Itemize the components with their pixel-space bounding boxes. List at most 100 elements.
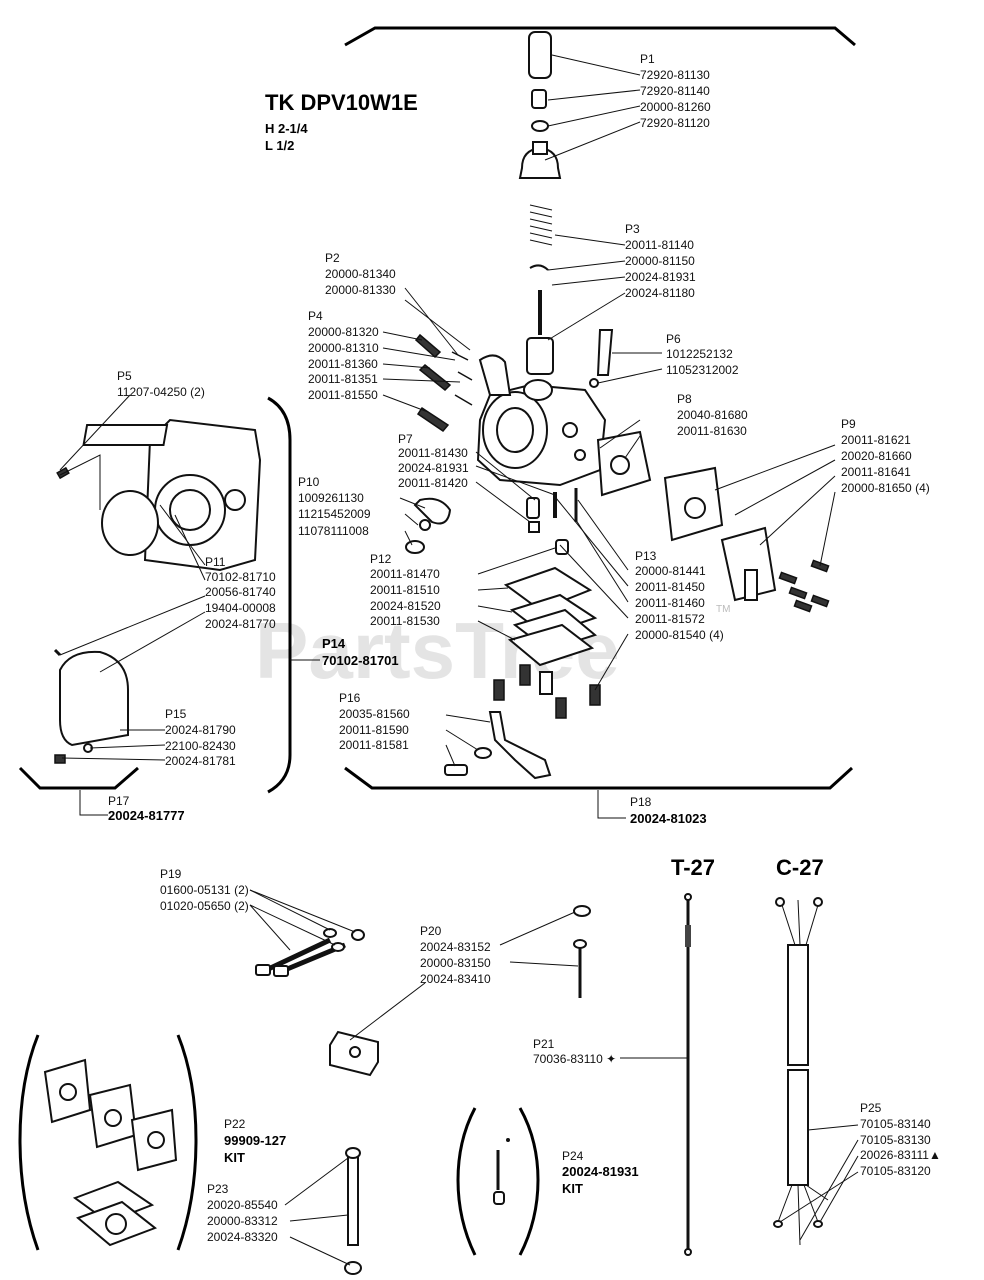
part-number: 20024-81180 — [625, 286, 695, 300]
p3-parts — [526, 204, 554, 375]
group-p1: P1 72920-81130 72920-81140 20000-81260 7… — [640, 52, 711, 130]
group-p14: P14 70102-81701 — [322, 636, 399, 668]
part-number: 11078111008 — [298, 524, 369, 538]
group-p24: P24 20024-81931 KIT — [562, 1149, 639, 1196]
part-number: 20011-81460 — [635, 596, 705, 610]
part-number: 20000-83150 — [420, 956, 491, 970]
p23-label: P23 — [207, 1182, 229, 1196]
p24-kit — [456, 1107, 540, 1256]
p19-leaders — [249, 889, 356, 951]
t27-title: T-27 — [671, 855, 715, 880]
p22-label: P22 — [224, 1117, 246, 1131]
part-number: 20011-81140 — [625, 238, 694, 252]
part-number: 19404-00008 — [205, 601, 276, 615]
part-number: 20035-81560 — [339, 707, 410, 721]
part-number: 20024-83320 — [207, 1230, 278, 1244]
p23-leaders — [284, 1157, 351, 1266]
part-number: 01600-05131 (2) — [160, 883, 249, 897]
group-p5: P5 11207-04250 (2) — [117, 369, 205, 399]
part-number: 20011-81641 — [841, 465, 911, 479]
part-number: 22100-82430 — [165, 739, 236, 753]
group-p22: P22 99909-127 KIT — [224, 1117, 286, 1165]
part-number: 20000-81540 (4) — [635, 628, 724, 642]
part-number: 20024-81520 — [370, 599, 441, 613]
part-number: 20011-81430 — [398, 446, 468, 460]
setting-h: H 2-1/4 — [265, 121, 308, 136]
p19-parts — [255, 928, 365, 977]
part-number: 20024-81023 — [630, 811, 707, 826]
p4-label: P4 — [308, 309, 323, 323]
group-p21: P21 70036-83110 ✦ — [533, 1037, 616, 1066]
kit-label: KIT — [224, 1150, 245, 1165]
group-p4: P4 20000-81320 20000-81310 20011-81360 2… — [308, 309, 379, 402]
part-number: 20000-81650 (4) — [841, 481, 930, 495]
p25-leaders — [779, 1124, 859, 1241]
part-number: 20024-81931 — [562, 1164, 639, 1179]
airfilter-bracket — [267, 396, 292, 794]
part-number: 20011-81420 — [398, 476, 468, 490]
part-number: 70105-83130 — [860, 1133, 931, 1147]
p16-label: P16 — [339, 691, 361, 705]
part-number: 11215452009 — [298, 507, 371, 521]
p20-parts — [329, 905, 591, 1077]
part-number: 20024-81770 — [205, 617, 276, 631]
p14-label: P14 — [322, 636, 346, 651]
c27-title: C-27 — [776, 855, 824, 880]
group-p7: P7 20011-81430 20024-81931 20011-81420 — [398, 432, 469, 490]
group-p23: P23 20020-85540 20000-83312 20024-83320 — [207, 1182, 278, 1244]
part-number: 70102-81701 — [322, 653, 399, 668]
carb-frame-bottom — [344, 766, 854, 790]
p6-label: P6 — [666, 332, 681, 346]
part-number: 20024-83410 — [420, 972, 491, 986]
group-p16: P16 20035-81560 20011-81590 20011-81581 — [339, 691, 410, 752]
group-p17: P17 20024-81777 — [108, 794, 185, 823]
part-number: 20040-81680 — [677, 408, 748, 422]
part-number: 1009261130 — [298, 491, 364, 505]
part-number: 01020-05650 (2) — [160, 899, 249, 913]
group-p25: P25 70105-83140 70105-83130 20026-83111▲… — [860, 1101, 941, 1178]
p9-label: P9 — [841, 417, 856, 431]
part-number: 72920-81140 — [640, 84, 710, 98]
p5-label: P5 — [117, 369, 132, 383]
p17-frame — [18, 766, 139, 790]
part-number: 20000-81150 — [625, 254, 695, 268]
p10-parts — [405, 497, 452, 554]
part-number: 20000-81441 — [635, 564, 706, 578]
group-p3: P3 20011-81140 20000-81150 20024-81931 2… — [625, 222, 696, 300]
air-filter-assembly — [53, 418, 262, 764]
part-number: 20011-81450 — [635, 580, 705, 594]
p7-label: P7 — [398, 432, 413, 446]
part-number: 20024-81790 — [165, 723, 236, 737]
group-p15: P15 20024-81790 22100-82430 20024-81781 — [165, 707, 236, 768]
p3-label: P3 — [625, 222, 640, 236]
part-number: 20011-81510 — [370, 583, 440, 597]
group-p9: P9 20011-81621 20020-81660 20011-81641 2… — [841, 417, 930, 495]
p4-screws — [414, 333, 473, 433]
group-p10: P10 1009261130 11215452009 11078111008 — [298, 475, 371, 538]
part-number: 20000-81260 — [640, 100, 711, 114]
part-number: 20011-81530 — [370, 614, 440, 628]
part-number: 20011-81581 — [339, 738, 409, 752]
p18-label: P18 — [630, 795, 652, 809]
part-number: 20011-81550 — [308, 388, 378, 402]
p6-bracket — [589, 329, 614, 388]
p10-label: P10 — [298, 475, 320, 489]
p8-p9-parts — [596, 430, 830, 613]
group-p19: P19 01600-05131 (2) 01020-05650 (2) — [160, 867, 249, 913]
part-number: 20000-81330 — [325, 283, 396, 297]
part-number: 70105-83140 — [860, 1117, 931, 1131]
part-number: 20024-81781 — [165, 754, 236, 768]
part-number: 20000-81310 — [308, 341, 379, 355]
p17-label: P17 — [108, 794, 130, 808]
p15-label: P15 — [165, 707, 187, 721]
p20-label: P20 — [420, 924, 442, 938]
part-number: 20011-81360 — [308, 357, 378, 371]
part-number: 70036-83110 ✦ — [533, 1052, 616, 1066]
p23-parts — [344, 1147, 362, 1275]
part-number: 20011-81572 — [635, 612, 705, 626]
part-number: 72920-81120 — [640, 116, 710, 130]
part-number: 20056-81740 — [205, 585, 276, 599]
group-p6: P6 1012252132 11052312002 — [666, 332, 739, 377]
